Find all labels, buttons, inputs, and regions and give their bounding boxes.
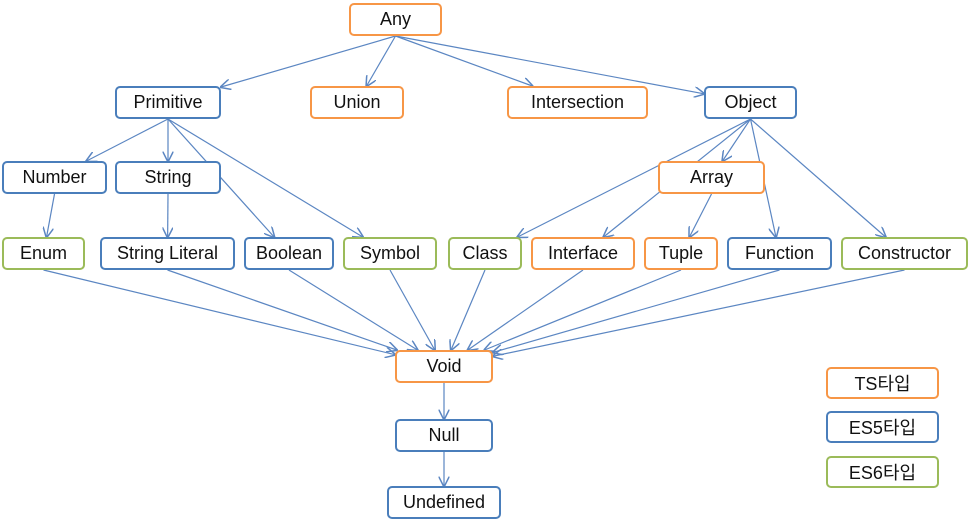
edge-number-to-enum [47,193,56,237]
node-object: Object [704,86,797,119]
node-tuple: Tuple [644,237,718,270]
node-string: String [115,161,221,194]
edge-string-literal-to-void [167,269,397,350]
edge-constructor-to-void [493,269,905,356]
node-string-literal: String Literal [100,237,235,270]
edge-any-to-object [395,35,705,94]
edge-primitive-to-number [87,118,169,161]
edge-object-to-constructor [750,118,886,237]
node-constructor: Constructor [841,237,968,270]
node-null: Null [395,419,493,452]
edge-any-to-intersection [395,35,533,86]
node-intersection: Intersection [507,86,648,119]
edge-any-to-primitive [221,35,396,87]
node-array: Array [658,161,765,194]
edge-tuple-to-void [485,269,682,350]
node-void: Void [395,350,493,383]
edge-class-to-void [451,269,486,350]
edge-function-to-void [493,269,780,352]
legend-es5-type: ES5타입 [826,411,939,443]
node-any: Any [349,3,442,36]
edge-primitive-to-symbol [167,118,363,237]
edge-enum-to-void [43,269,396,355]
edge-symbol-to-void [389,269,435,350]
node-interface: Interface [531,237,635,270]
node-union: Union [310,86,404,119]
node-boolean: Boolean [244,237,334,270]
node-symbol: Symbol [343,237,437,270]
edge-object-to-array [723,118,751,161]
node-primitive: Primitive [115,86,221,119]
legend-ts-type: TS타입 [826,367,939,399]
edge-object-to-class [518,118,751,237]
edge-array-to-tuple [689,193,713,237]
node-number: Number [2,161,107,194]
node-enum: Enum [2,237,85,270]
edge-boolean-to-void [288,269,417,350]
edge-any-to-union [367,35,397,86]
node-function: Function [727,237,832,270]
edge-interface-to-void [468,269,584,350]
edge-primitive-to-boolean [167,118,274,237]
node-class: Class [448,237,522,270]
legend-es6-type: ES6타입 [826,456,939,488]
node-undefined: Undefined [387,486,501,519]
